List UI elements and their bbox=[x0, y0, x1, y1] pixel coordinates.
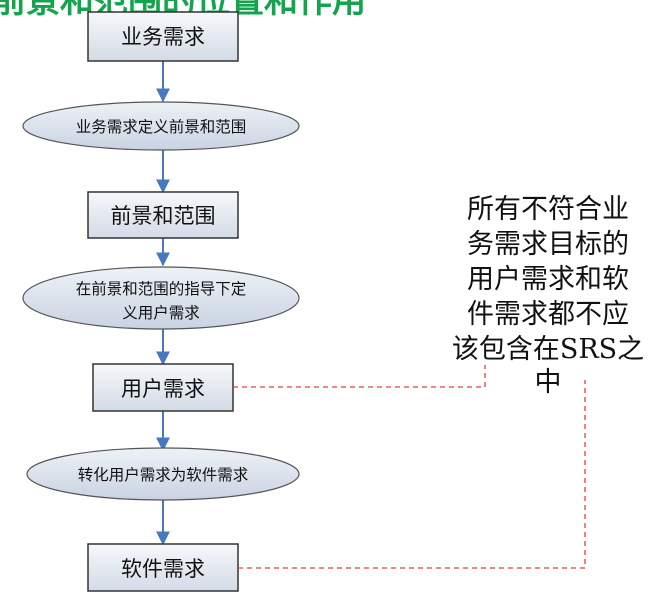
note-block: 所有不符合业 务需求目标的 用户需求和软 件需求都不应 该包含在SRS之 中 bbox=[452, 194, 644, 398]
oval-guided-definition: 在前景和范围的指导下定 义用户需求 bbox=[22, 266, 300, 330]
dashed-connector-software bbox=[238, 380, 586, 569]
dashed-connector-user bbox=[233, 365, 486, 388]
note-line-2: 务需求目标的 bbox=[467, 229, 629, 260]
oval-guided-label-line2: 义用户需求 bbox=[122, 304, 200, 322]
oval-convert-requirements: 转化用户需求为软件需求 bbox=[26, 447, 300, 501]
oval-define-scope-label: 业务需求定义前景和范围 bbox=[76, 118, 247, 136]
note-line-4: 件需求都不应 bbox=[467, 299, 629, 330]
box-software-requirements: 软件需求 bbox=[87, 543, 239, 592]
oval-define-scope: 业务需求定义前景和范围 bbox=[22, 101, 300, 151]
box-scope-label: 前景和范围 bbox=[111, 204, 216, 228]
note-line-6: 中 bbox=[535, 367, 562, 398]
dashed-connectors bbox=[233, 365, 586, 569]
note-line-3: 用户需求和软 bbox=[467, 264, 629, 295]
oval-guided-label-line1: 在前景和范围的指导下定 bbox=[76, 280, 247, 298]
note-line-1: 所有不符合业 bbox=[467, 194, 629, 225]
box-software-label: 软件需求 bbox=[121, 557, 205, 581]
box-business-label: 业务需求 bbox=[121, 25, 205, 49]
box-scope: 前景和范围 bbox=[87, 191, 239, 239]
box-user-requirements: 用户需求 bbox=[92, 363, 234, 412]
box-business-requirements: 业务需求 bbox=[87, 11, 239, 62]
oval-convert-label: 转化用户需求为软件需求 bbox=[78, 466, 249, 484]
note-line-5: 该包含在SRS之 bbox=[452, 334, 644, 365]
box-user-label: 用户需求 bbox=[121, 377, 205, 401]
